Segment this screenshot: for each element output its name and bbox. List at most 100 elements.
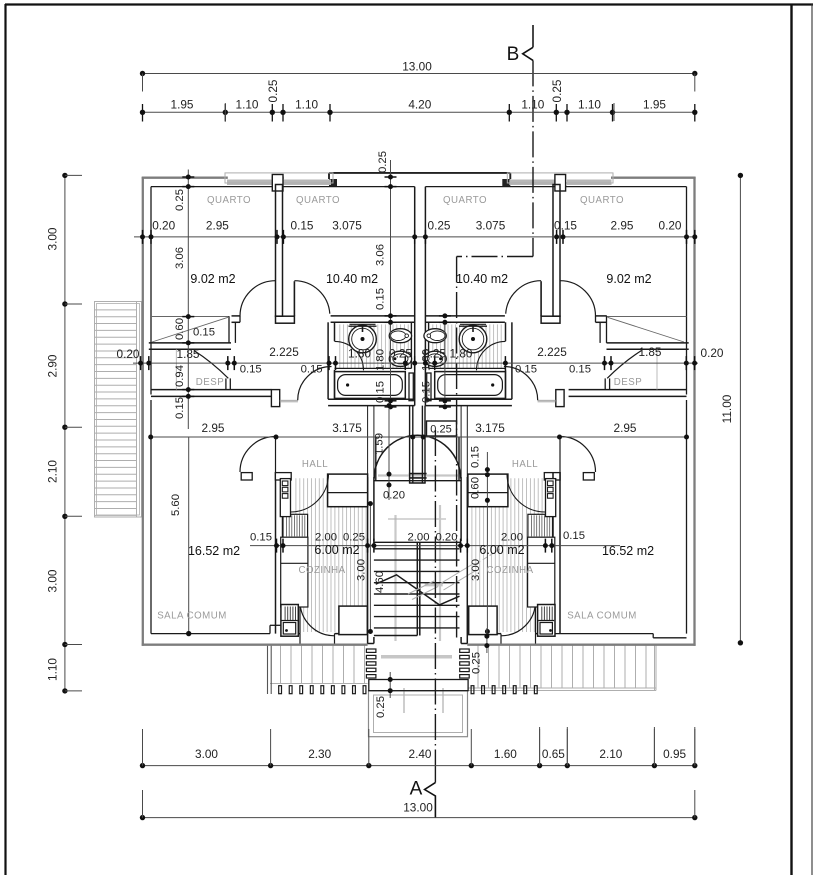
svg-text:HALL: HALL — [302, 459, 328, 470]
svg-text:0.25: 0.25 — [377, 151, 389, 173]
svg-text:0.15: 0.15 — [193, 327, 215, 339]
svg-text:16.52 m2: 16.52 m2 — [602, 544, 654, 558]
svg-text:16.52 m2: 16.52 m2 — [188, 544, 240, 558]
svg-text:2.225: 2.225 — [537, 345, 567, 359]
svg-text:1.80: 1.80 — [450, 347, 473, 361]
svg-text:6.00 m2: 6.00 m2 — [479, 543, 524, 557]
svg-text:1.95: 1.95 — [171, 98, 194, 112]
svg-text:2.95: 2.95 — [206, 219, 229, 233]
svg-text:3.00: 3.00 — [46, 227, 60, 250]
svg-text:2.00: 2.00 — [408, 532, 430, 544]
svg-text:0.60: 0.60 — [470, 477, 482, 499]
svg-text:9.02 m2: 9.02 m2 — [190, 272, 235, 286]
svg-text:1.80: 1.80 — [421, 349, 433, 371]
svg-text:HALL: HALL — [512, 459, 538, 470]
svg-text:0.25: 0.25 — [550, 79, 564, 102]
svg-text:2.95: 2.95 — [202, 421, 225, 435]
svg-text:2.00: 2.00 — [501, 532, 523, 544]
svg-text:1.80: 1.80 — [375, 349, 387, 371]
svg-text:0.25: 0.25 — [423, 347, 446, 361]
svg-text:B: B — [507, 44, 520, 65]
svg-text:QUARTO: QUARTO — [580, 195, 624, 206]
svg-text:2.00: 2.00 — [315, 532, 337, 544]
svg-text:SALA COMUM: SALA COMUM — [567, 611, 637, 622]
svg-text:QUARTO: QUARTO — [207, 195, 251, 206]
svg-text:0.65: 0.65 — [542, 747, 565, 761]
svg-text:COZINHA: COZINHA — [486, 565, 533, 576]
svg-text:DESP: DESP — [614, 377, 642, 388]
svg-text:0.25: 0.25 — [471, 652, 483, 674]
svg-text:2.95: 2.95 — [614, 421, 637, 435]
svg-text:6.00 m2: 6.00 m2 — [314, 543, 359, 557]
svg-text:3.00: 3.00 — [470, 559, 482, 581]
svg-text:3.175: 3.175 — [332, 421, 362, 435]
svg-text:1.85: 1.85 — [639, 345, 662, 359]
svg-text:1.10: 1.10 — [295, 98, 318, 112]
svg-text:COZINHA: COZINHA — [298, 565, 345, 576]
svg-text:QUARTO: QUARTO — [296, 195, 340, 206]
svg-text:0.25: 0.25 — [174, 189, 186, 211]
svg-text:0.94: 0.94 — [174, 365, 186, 387]
svg-text:0.25: 0.25 — [389, 347, 412, 361]
svg-text:2.225: 2.225 — [269, 345, 299, 359]
svg-text:2.30: 2.30 — [308, 747, 331, 761]
svg-text:10.40 m2: 10.40 m2 — [456, 272, 508, 286]
svg-text:A: A — [410, 779, 423, 800]
svg-text:0.15: 0.15 — [174, 397, 186, 419]
svg-text:0.60: 0.60 — [174, 318, 186, 340]
svg-text:2.10: 2.10 — [46, 460, 60, 483]
svg-text:0.15: 0.15 — [375, 288, 387, 310]
svg-text:0.15: 0.15 — [515, 364, 537, 376]
svg-text:2.90: 2.90 — [46, 354, 60, 377]
svg-text:0.20: 0.20 — [383, 490, 405, 502]
svg-text:3.06: 3.06 — [375, 244, 387, 266]
svg-text:0.15: 0.15 — [569, 364, 591, 376]
svg-text:0.15: 0.15 — [250, 532, 272, 544]
svg-text:4.20: 4.20 — [408, 98, 431, 112]
svg-text:2.10: 2.10 — [599, 747, 622, 761]
svg-text:0.95: 0.95 — [663, 747, 686, 761]
svg-text:3.075: 3.075 — [476, 219, 506, 233]
svg-text:0.25: 0.25 — [375, 696, 387, 718]
svg-text:3.175: 3.175 — [475, 421, 505, 435]
svg-text:10.40 m2: 10.40 m2 — [326, 272, 378, 286]
svg-text:5.60: 5.60 — [170, 494, 182, 516]
svg-text:0.20: 0.20 — [701, 346, 724, 360]
svg-text:2.95: 2.95 — [611, 219, 634, 233]
svg-text:0.15: 0.15 — [421, 381, 433, 403]
svg-text:4.60: 4.60 — [374, 571, 386, 593]
svg-text:1.59: 1.59 — [374, 433, 386, 455]
svg-text:0.15: 0.15 — [470, 446, 482, 468]
svg-text:13.00: 13.00 — [403, 801, 433, 815]
svg-text:1.80: 1.80 — [348, 347, 371, 361]
svg-text:1.10: 1.10 — [578, 98, 601, 112]
svg-text:0.15: 0.15 — [291, 219, 314, 233]
svg-text:9.02 m2: 9.02 m2 — [606, 272, 651, 286]
svg-text:0.25: 0.25 — [343, 532, 365, 544]
svg-text:3.075: 3.075 — [332, 219, 362, 233]
svg-text:1.60: 1.60 — [494, 747, 517, 761]
svg-text:0.25: 0.25 — [428, 219, 451, 233]
svg-text:0.15: 0.15 — [563, 530, 585, 542]
svg-text:0.20: 0.20 — [659, 219, 682, 233]
svg-text:2.40: 2.40 — [409, 747, 432, 761]
svg-text:SALA COMUM: SALA COMUM — [157, 611, 227, 622]
svg-text:3.06: 3.06 — [174, 247, 186, 269]
svg-text:3.00: 3.00 — [195, 747, 218, 761]
svg-text:0.15: 0.15 — [301, 364, 323, 376]
svg-text:0.20: 0.20 — [436, 532, 458, 544]
svg-text:3.00: 3.00 — [356, 559, 368, 581]
svg-text:1.10: 1.10 — [236, 98, 259, 112]
svg-text:3.00: 3.00 — [46, 569, 60, 592]
svg-text:1.95: 1.95 — [643, 98, 666, 112]
svg-text:1.10: 1.10 — [46, 658, 60, 681]
svg-text:11.00: 11.00 — [720, 394, 734, 423]
svg-text:0.15: 0.15 — [554, 219, 577, 233]
svg-text:QUARTO: QUARTO — [443, 195, 487, 206]
svg-text:0.15: 0.15 — [240, 364, 262, 376]
svg-text:0.25: 0.25 — [430, 424, 451, 436]
svg-text:DESP: DESP — [196, 377, 224, 388]
svg-text:0.15: 0.15 — [375, 381, 387, 403]
svg-text:0.20: 0.20 — [152, 219, 175, 233]
svg-text:0.25: 0.25 — [266, 79, 280, 102]
